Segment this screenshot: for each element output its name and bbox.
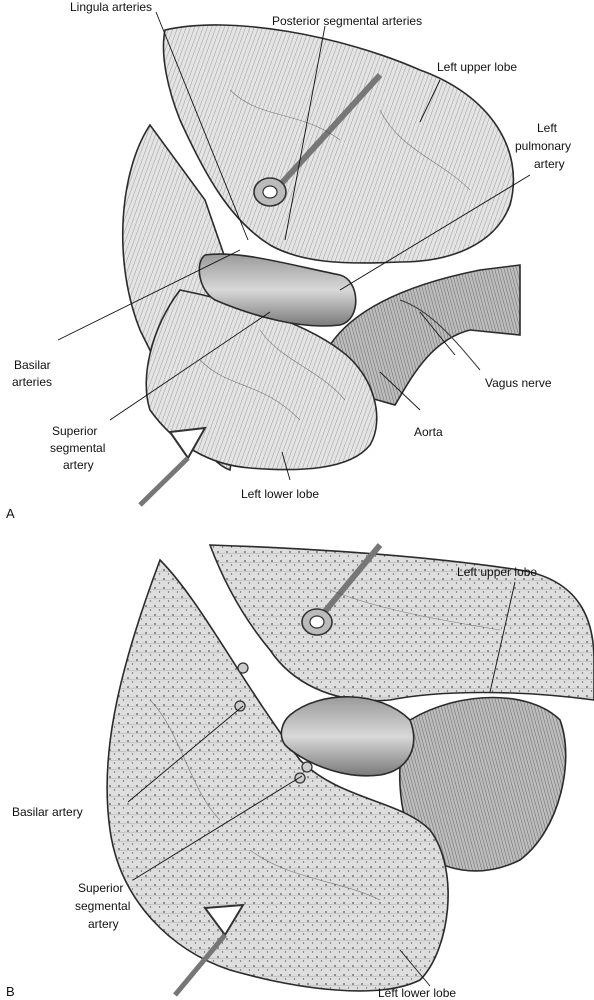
ligature-clip-1: [237, 662, 249, 674]
panel-a-lower-clamp: [168, 426, 207, 460]
panel-letter-b: B: [6, 984, 15, 999]
panel-b-lower-clamp: [203, 903, 245, 937]
panel-a-pulmonary-artery-shape: [198, 253, 357, 327]
panel-a-vagus-nerve-shape: [399, 299, 481, 371]
label-left-pulmonary-artery-line2: pulmonary: [515, 139, 571, 153]
label-superior-segmental-b-line2: segmental: [75, 899, 130, 913]
label-aorta: Aorta: [414, 425, 443, 439]
panel-b-retractor-ring-inner: [309, 615, 325, 629]
label-left-pulmonary-artery-line1: Left: [537, 121, 558, 135]
panel-b-artery-shape: [280, 696, 415, 777]
label-left-lower-lobe-b: Left lower lobe: [378, 986, 456, 1000]
panel-a-aorta-shape: [329, 264, 521, 406]
panel-b-retractor-handle: [319, 543, 383, 617]
ligature-clip-3: [301, 761, 313, 773]
label-left-upper-lobe-a: Left upper lobe: [437, 60, 517, 74]
label-lingula-arteries: Lingula arteries: [70, 0, 152, 14]
panel-a-retractor-handle: [277, 72, 383, 188]
label-superior-segmental-a-line3: artery: [63, 458, 94, 472]
panel-b-left-lower-lobe-shape: [106, 558, 449, 992]
label-superior-segmental-a-line2: segmental: [50, 441, 105, 455]
label-left-upper-lobe-b: Left upper lobe: [457, 565, 537, 579]
label-basilar-artery: Basilar artery: [12, 805, 83, 819]
ligature-clip-4: [294, 772, 306, 784]
label-superior-segmental-b-line3: artery: [88, 917, 119, 931]
label-vagus-nerve: Vagus nerve: [485, 376, 552, 390]
label-superior-segmental-a-line1: Superior: [52, 424, 97, 438]
label-posterior-segmental-arteries: Posterior segmental arteries: [272, 14, 422, 28]
panel-a-retractor-ring-inner: [262, 185, 278, 199]
panel-a-left-lower-lobe-shape: [145, 289, 378, 471]
panel-b-leaders: [127, 581, 516, 987]
panel-a-left-upper-lobe-shape: [162, 24, 515, 264]
label-basilar-arteries-line1: Basilar: [14, 358, 51, 372]
panel-b-left-upper-lobe-shape: [208, 544, 594, 702]
label-superior-segmental-b-line1: Superior: [78, 881, 123, 895]
panel-a-leaders: [57, 11, 531, 481]
label-left-lower-lobe-a: Left lower lobe: [241, 487, 319, 501]
label-basilar-arteries-line2: arteries: [12, 375, 52, 389]
ligature-clip-2: [234, 700, 246, 712]
panel-b-lower-clamp-handle: [173, 933, 227, 997]
panel-a-labels: Lingula arteries Posterior segmental art…: [6, 0, 571, 521]
panel-b-labels: Left upper lobe Basilar artery Superior …: [6, 565, 537, 1000]
panel-a: [121, 24, 521, 507]
panel-a-lower-clamp-handle: [138, 456, 190, 507]
panel-b: [106, 543, 594, 997]
label-left-pulmonary-artery-line3: artery: [534, 157, 565, 171]
panel-letter-a: A: [6, 506, 15, 521]
